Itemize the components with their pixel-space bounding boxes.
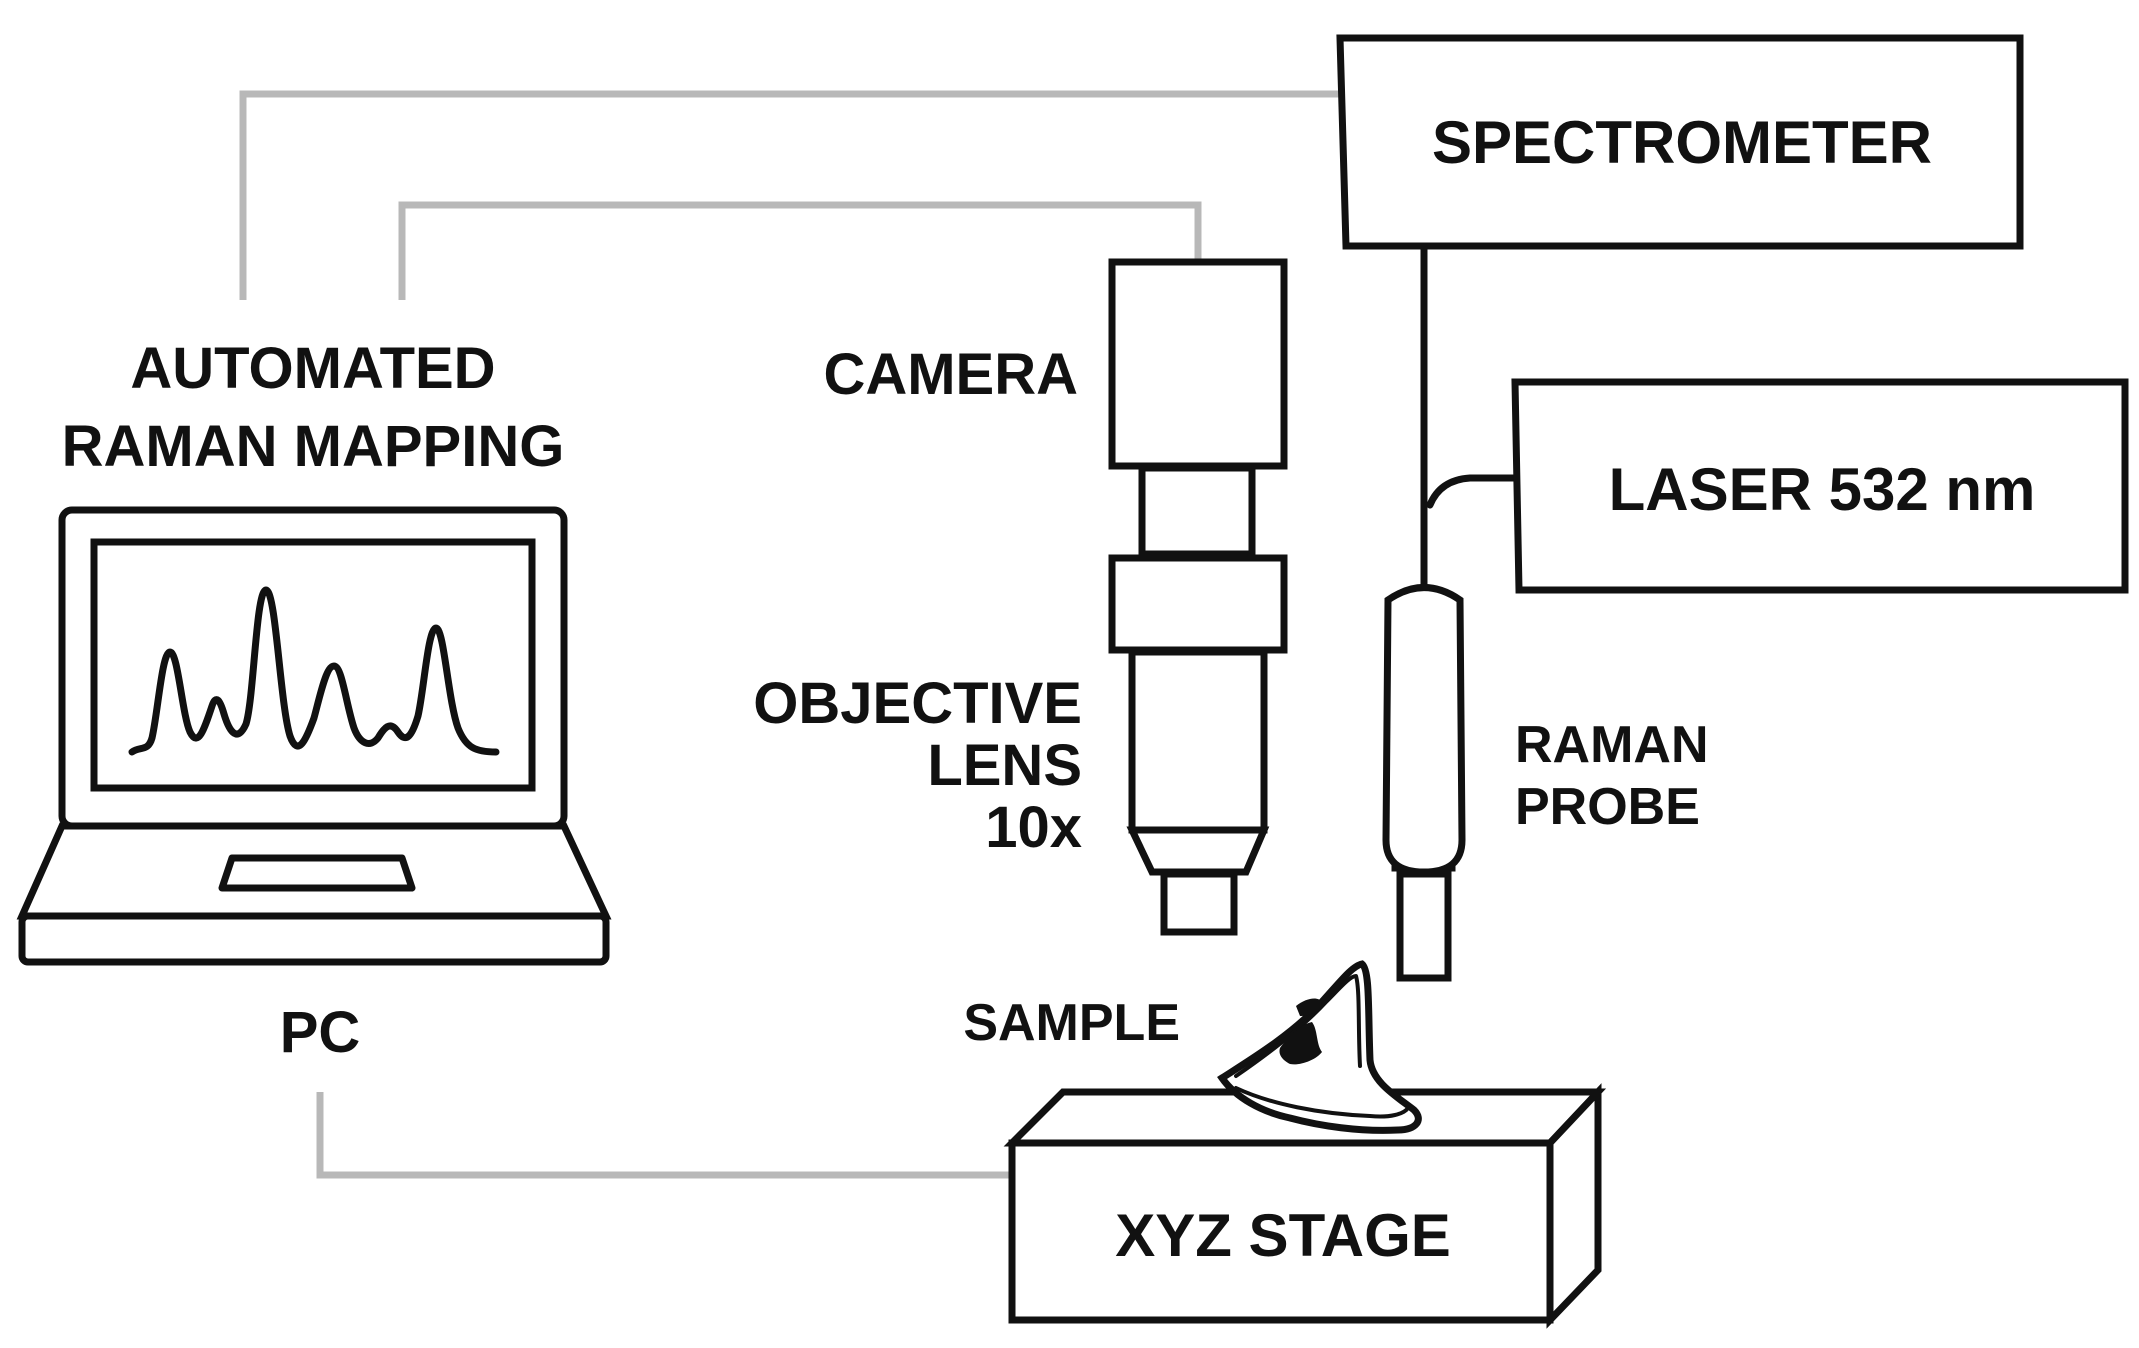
microscope-column: CAMERA OBJECTIVE LENS 10x (753, 258, 1288, 936)
cable-pc-camera (398, 201, 1202, 300)
connection-cables (239, 90, 1340, 1179)
laptop-screen (90, 538, 536, 792)
probe-label-line2: PROBE (1515, 778, 1700, 836)
spectrometer: SPECTROMETER (1336, 34, 2024, 250)
sample-label: SAMPLE (963, 994, 1180, 1052)
laptop-trackpad (218, 854, 416, 892)
cable-pc-spectrometer (239, 90, 1340, 300)
shell-dark-patch (1296, 998, 1322, 1016)
spectrometer-box (1336, 34, 2024, 250)
objective-nose (1126, 826, 1270, 876)
objective-collar (1108, 554, 1288, 654)
laser: LASER 532 nm (1511, 378, 2129, 594)
stage-label: XYZ STAGE (1115, 1202, 1451, 1269)
probe-body (1382, 584, 1466, 876)
shell-lip (1234, 1086, 1410, 1119)
laptop-base (16, 822, 612, 920)
raman-spectrum-trace (128, 586, 500, 756)
stage-front-face (1008, 1139, 1554, 1324)
software-label-line2: RAMAN MAPPING (62, 414, 565, 479)
objective-barrel (1128, 648, 1268, 834)
software-label-line1: AUTOMATED (130, 336, 495, 401)
camera-body (1108, 258, 1288, 470)
laser-label: LASER 532 nm (1609, 456, 2036, 523)
laptop-front-edge (18, 912, 610, 966)
xyz-stage: XYZ STAGE (1003, 1083, 1607, 1329)
objective-label-line2: LENS (927, 733, 1082, 798)
objective-label-line1: OBJECTIVE (753, 671, 1082, 736)
shell-inner-rim (1234, 974, 1362, 1078)
shell-outline (1217, 960, 1422, 1134)
sample-shell: SAMPLE (963, 960, 1422, 1134)
probe-label-line1: RAMAN (1515, 716, 1709, 774)
objective-label-line3: 10x (985, 795, 1082, 860)
cable-pc-stage (316, 1092, 1012, 1179)
probe-tip (1396, 870, 1452, 982)
fiber-laser-probe (1426, 474, 1519, 509)
shell-dark-interior (1279, 1022, 1322, 1065)
pc-laptop: AUTOMATED RAMAN MAPPING PC (16, 336, 612, 1065)
optical-fibers (1420, 244, 1519, 592)
pc-label: PC (280, 1000, 361, 1065)
objective-tip (1160, 870, 1238, 936)
camera-adapter (1138, 464, 1256, 558)
spectrometer-label: SPECTROMETER (1432, 109, 1932, 176)
raman-probe: RAMAN PROBE (1382, 584, 1709, 982)
camera-label: CAMERA (823, 342, 1078, 407)
laser-box (1511, 378, 2129, 594)
